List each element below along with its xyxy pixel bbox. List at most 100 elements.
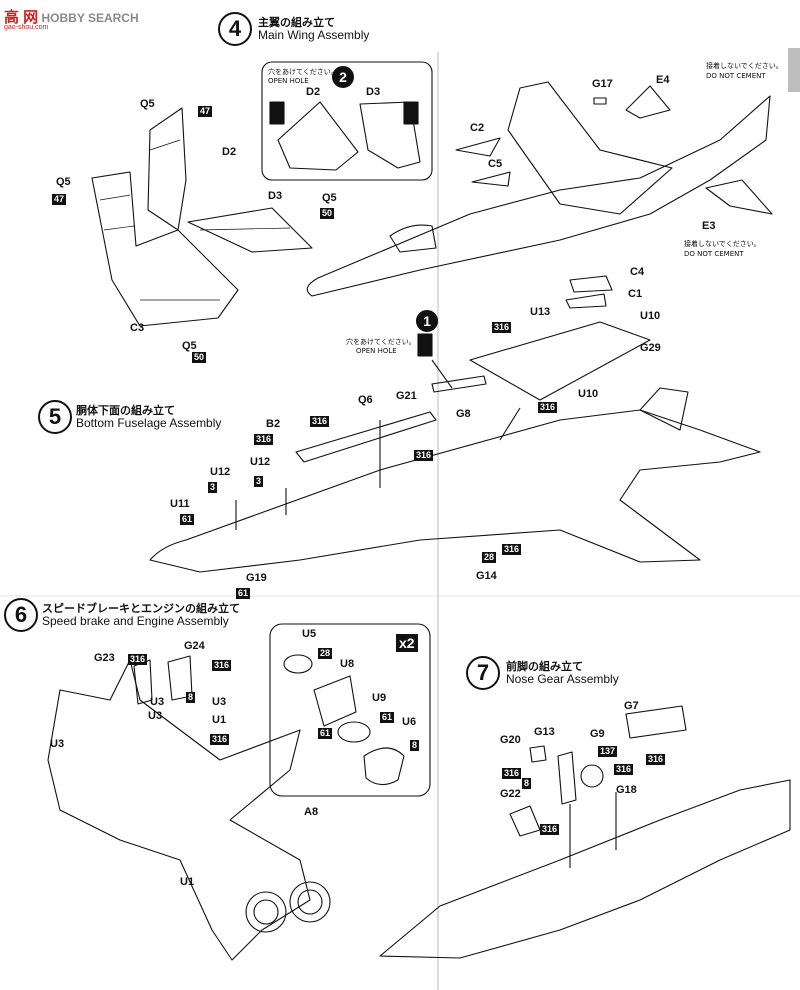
no-cement-note-en-bottom: DO NOT CEMENT	[684, 250, 744, 258]
paint-61: 61	[236, 588, 251, 599]
multiplier-badge: x2	[396, 634, 418, 652]
paint-316: 316	[254, 434, 274, 445]
part-label-e3: E3	[702, 220, 716, 232]
part-label-c3: C3	[130, 322, 145, 334]
part-label-u13: U13	[530, 306, 551, 318]
part-label-u3: U3	[150, 696, 165, 708]
open-hole-box	[261, 61, 433, 181]
part-label-g24: G24	[184, 640, 205, 652]
step-7-title-en: Nose Gear Assembly	[506, 672, 619, 686]
main-wing-shape	[507, 81, 673, 215]
drill-icon-step5	[417, 333, 433, 357]
watermark-url: gao-shou.com	[4, 24, 49, 31]
watermark-logo: ⾼ ⽹ HOBBY SEARCH	[4, 6, 139, 27]
panel-d2-shape	[277, 101, 359, 171]
paint-316: 316	[414, 450, 434, 461]
step-7-number: 7	[466, 656, 500, 690]
watermark-mark: ⾼ ⽹	[4, 9, 39, 26]
paint-316: 316	[502, 768, 522, 779]
paint-28: 28	[318, 648, 333, 659]
step-6-number: 6	[4, 598, 38, 632]
paint-47: 47	[52, 194, 67, 205]
part-g17-shape	[593, 97, 607, 105]
canopy-shape	[389, 224, 437, 253]
paint-50: 50	[192, 352, 207, 363]
option-2-badge: 2	[332, 66, 354, 88]
wing-d2-shape	[147, 107, 187, 231]
paint-316: 316	[310, 416, 330, 427]
part-label-u3: U3	[50, 738, 65, 750]
paint-28: 28	[482, 552, 497, 563]
part-label-d2: D2	[222, 146, 237, 158]
paint-3: 3	[254, 476, 264, 487]
drill-icon-left	[269, 101, 285, 125]
paint-8: 8	[186, 692, 196, 703]
wing-d3-shape	[187, 207, 313, 253]
part-label-u6: U6	[402, 716, 417, 728]
part-label-e4: E4	[656, 74, 670, 86]
part-c1-shape	[565, 293, 607, 309]
part-label-u3: U3	[148, 710, 163, 722]
part-label-g17: G17	[592, 78, 613, 90]
part-label-q6: Q6	[358, 394, 373, 406]
part-label-u8: U8	[340, 658, 355, 670]
step-5-title-ja: 胴体下面の組み立て	[76, 404, 175, 417]
part-g7-shape	[625, 705, 687, 739]
nozzle-left	[245, 891, 287, 933]
paint-316: 316	[212, 660, 232, 671]
part-label-g18: G18	[616, 784, 637, 796]
paint-316: 316	[540, 824, 560, 835]
drill-icon-right	[403, 101, 419, 125]
part-g20-shape	[529, 745, 547, 763]
wing-c3-shape	[91, 171, 239, 327]
step-7-title-ja: 前脚の組み立て	[506, 660, 583, 673]
nose-fuselage-shape	[379, 779, 791, 959]
engine-detail-box	[269, 623, 431, 797]
part-g22-shape	[509, 805, 541, 837]
part-g9-wheel	[580, 764, 604, 788]
bay-assembly-shape	[469, 321, 651, 401]
part-label-g9: G9	[590, 728, 605, 740]
part-label-c4: C4	[630, 266, 645, 278]
paint-8: 8	[410, 740, 420, 751]
paint-137: 137	[598, 746, 618, 757]
part-label-a8: A8	[304, 806, 319, 818]
step-4-number: 4	[218, 12, 252, 46]
open-hole-note-ja: 穴をあけてください。	[268, 68, 338, 76]
part-e3-shape	[705, 179, 773, 215]
step-5-title-en: Bottom Fuselage Assembly	[76, 416, 222, 430]
part-label-c2: C2	[470, 122, 485, 134]
part-u6-shape	[363, 747, 405, 786]
part-label-u10: U10	[640, 310, 661, 322]
paint-316: 316	[614, 764, 634, 775]
paint-316: 316	[492, 322, 512, 333]
part-label-c5: C5	[488, 158, 503, 170]
nozzle-right	[289, 881, 331, 923]
part-label-g22: G22	[500, 788, 521, 800]
part-label-q5: Q5	[182, 340, 197, 352]
step-4-title-ja: 主翼の組み立て	[258, 16, 335, 29]
paint-316: 316	[210, 734, 230, 745]
no-cement-note-ja-bottom: 接着しないでください。	[684, 240, 761, 248]
part-g8-shape	[431, 375, 487, 393]
tail-fin-shape	[639, 387, 689, 431]
part-label-g14: G14	[476, 570, 497, 582]
paint-316: 316	[646, 754, 666, 765]
part-c2-shape	[455, 137, 501, 157]
part-label-g23: G23	[94, 652, 115, 664]
paint-316: 316	[538, 402, 558, 413]
paint-61: 61	[318, 728, 333, 739]
part-label-g13: G13	[534, 726, 555, 738]
part-g13-strut	[557, 751, 577, 805]
panel-d3-shape	[359, 101, 421, 169]
part-u9-shape	[337, 721, 371, 743]
step-6-title-ja: スピードブレーキとエンジンの組み立て	[42, 602, 240, 615]
upper-fuselage-shape	[306, 95, 771, 297]
paint-61: 61	[380, 712, 395, 723]
part-label-u1: U1	[212, 714, 227, 726]
part-label-q5: Q5	[140, 98, 155, 110]
watermark-text: HOBBY SEARCH	[41, 11, 139, 25]
paint-47: 47	[198, 106, 213, 117]
part-label-c1: C1	[628, 288, 643, 300]
